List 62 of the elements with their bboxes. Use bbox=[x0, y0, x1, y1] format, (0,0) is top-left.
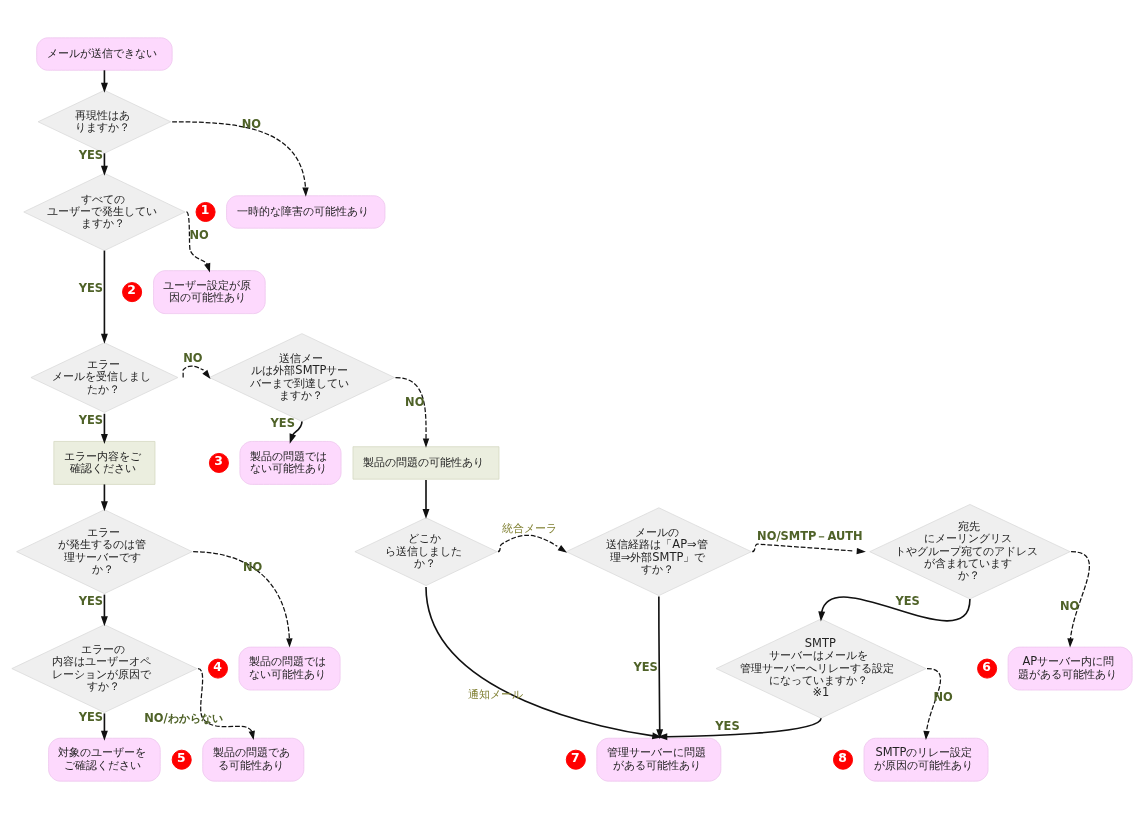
edge-label: NO bbox=[183, 350, 203, 365]
node-label: 8 bbox=[838, 749, 847, 765]
arrow bbox=[182, 364, 211, 379]
node-box: メールが送信できない bbox=[36, 36, 173, 71]
edge-label: NO/SMTP－AUTH bbox=[757, 528, 863, 543]
edge-label: NO bbox=[241, 116, 261, 131]
node-label: 4 bbox=[213, 658, 222, 674]
node-diamond: エラーの内容はユーザーオペレーションが原因ですか？ bbox=[11, 623, 198, 713]
arrow bbox=[422, 478, 430, 519]
edge-label: NO bbox=[1059, 598, 1080, 613]
node-box: 製品の問題である可能性あり bbox=[202, 737, 305, 782]
node-box: ユーザー設定が原因の可能性あり bbox=[153, 269, 266, 314]
edge-label: NO bbox=[189, 227, 209, 242]
node-box: 製品の問題の可能性あり bbox=[352, 445, 500, 480]
edge-label: NO bbox=[242, 559, 263, 574]
node-diamond: エラーが発生するのは管理サーバーですか？ bbox=[16, 508, 193, 594]
node-diamond: すべてのユーザーで発生していますか？ bbox=[23, 172, 186, 251]
edge-label: NO bbox=[405, 394, 425, 409]
arrow bbox=[171, 120, 309, 197]
arrow bbox=[751, 542, 866, 554]
arrow bbox=[192, 550, 293, 648]
edge-label: YES bbox=[78, 593, 103, 608]
arrow bbox=[656, 595, 664, 739]
arrow bbox=[818, 596, 971, 622]
arrow bbox=[289, 420, 303, 444]
arrow bbox=[657, 716, 822, 740]
arrow bbox=[497, 534, 568, 553]
arrow bbox=[394, 376, 430, 448]
edge-label: NO bbox=[933, 689, 953, 704]
node-label: 7 bbox=[571, 749, 580, 765]
edge-label: NO/わからない bbox=[144, 710, 223, 725]
arrow bbox=[100, 412, 108, 444]
node-box: 製品の問題ではない可能性あり bbox=[239, 440, 342, 485]
arrow bbox=[197, 667, 255, 740]
node-label: 1 bbox=[200, 201, 210, 217]
arrow bbox=[923, 667, 942, 740]
arrow bbox=[100, 249, 108, 344]
node-label: 3 bbox=[214, 452, 223, 468]
arrow bbox=[100, 593, 108, 626]
node-box: SMTPのリレー設定が原因の可能性あり bbox=[863, 737, 989, 782]
node-diamond: エラーメールを受信しましたか？ bbox=[30, 341, 179, 413]
arrow bbox=[425, 585, 663, 739]
node-label: 6 bbox=[982, 658, 991, 674]
node-box: APサーバー内に問題がある可能性あり bbox=[1007, 646, 1133, 690]
node-diamond: メールの送信経路は「AP⇒管理⇒外部SMTP」ですか？ bbox=[565, 506, 752, 596]
edge-label: YES bbox=[633, 659, 658, 674]
node-box: 管理サーバーに問題がある可能性あり bbox=[596, 737, 722, 782]
node-box: 製品の問題ではない可能性あり bbox=[238, 646, 341, 690]
node-label: 2 bbox=[127, 281, 136, 297]
edge-label: YES bbox=[78, 280, 103, 295]
edge-label: YES bbox=[715, 718, 740, 733]
edge-label: 統合メーラ bbox=[501, 520, 557, 535]
arrow bbox=[1067, 550, 1090, 648]
edge-label: 通知メール bbox=[467, 686, 523, 701]
node-diamond: SMTPサーバーはメールを管理サーバーへリレーする設定になっていますか？ ※1 bbox=[715, 618, 927, 719]
edge-label: YES bbox=[78, 412, 103, 427]
node-box: 一時的な障害の可能性あり bbox=[226, 194, 386, 229]
node-label: 5 bbox=[176, 749, 186, 765]
node-box: エラー内容をご確認ください bbox=[53, 440, 156, 485]
node-diamond: どこから送信しましたか？ bbox=[354, 516, 498, 586]
arrow bbox=[185, 210, 211, 272]
node-box: 対象のユーザーをご確認ください bbox=[48, 737, 161, 782]
